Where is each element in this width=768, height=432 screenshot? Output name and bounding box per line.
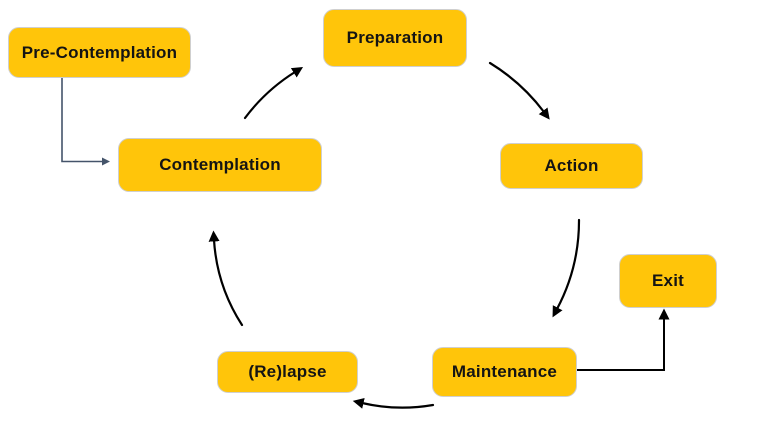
node-action: Action xyxy=(500,143,643,189)
node-maintenance: Maintenance xyxy=(432,347,577,397)
edge-maintenance-to-exit-arrow xyxy=(577,308,670,371)
node-preparation: Preparation xyxy=(323,9,467,67)
edge-contemplation-to-preparation-arrow xyxy=(243,66,304,120)
edge-preparation-to-action-arrow xyxy=(488,61,550,120)
edge-relapse-to-contemplation-arrow xyxy=(208,230,244,327)
edge-precontemplation-to-contemplation-arrow xyxy=(61,78,110,166)
edge-action-to-maintenance-arrow xyxy=(552,218,581,318)
edge-maintenance-to-relapse-arrow xyxy=(352,397,435,409)
node-pre-contemplation: Pre-Contemplation xyxy=(8,27,191,78)
node-exit: Exit xyxy=(619,254,717,308)
node-contemplation: Contemplation xyxy=(118,138,322,192)
node-relapse: (Re)lapse xyxy=(217,351,358,393)
